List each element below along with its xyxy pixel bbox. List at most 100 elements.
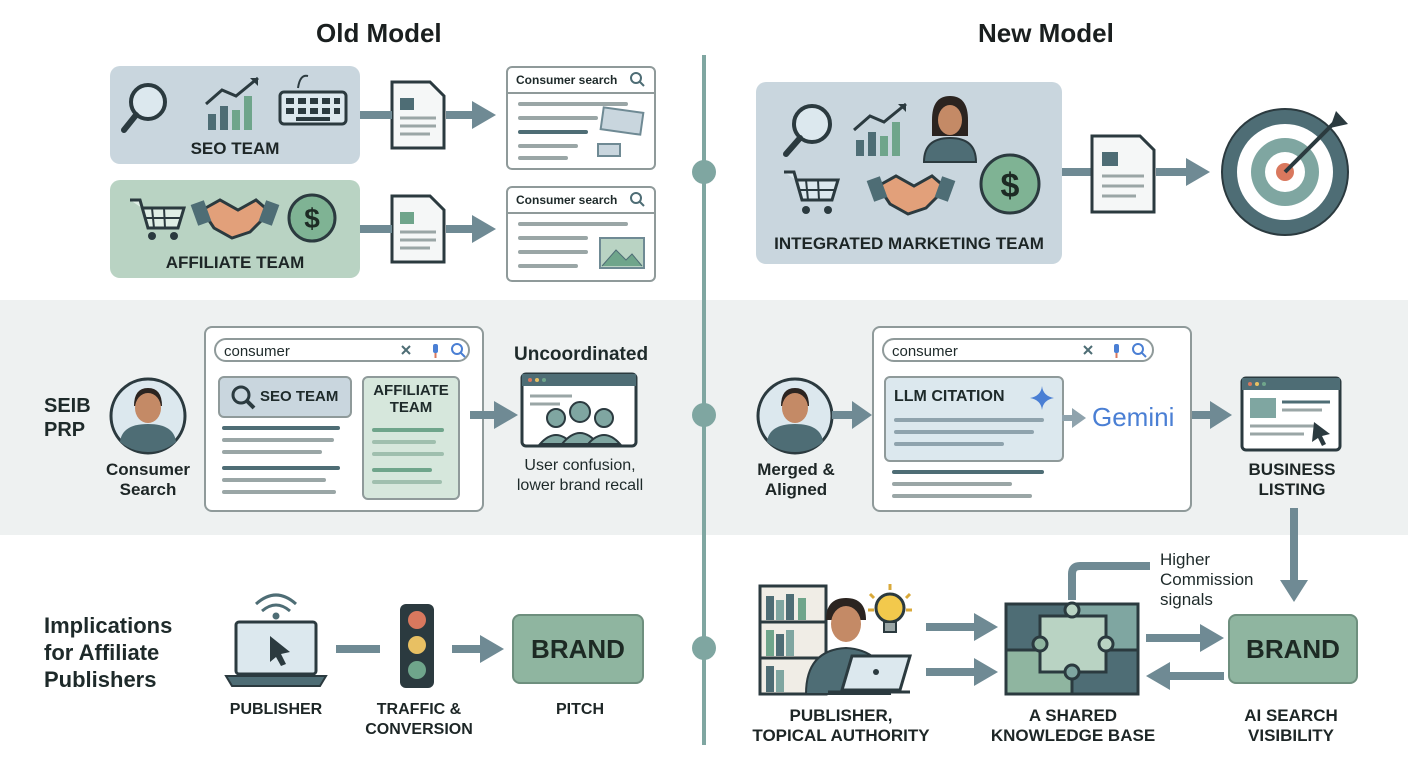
handshake-icon <box>866 174 956 216</box>
ai-serp-panel: consumer LLM CITATION Gemini <box>872 326 1192 512</box>
target-icon <box>1221 108 1349 236</box>
integrated-team-box: $ INTEGRATED MARKETING TEAM <box>756 82 1062 264</box>
document-icon <box>390 80 446 150</box>
affiliate-team-label: AFFILIATE TEAM <box>165 253 305 272</box>
laptop-icon <box>224 620 328 687</box>
chart-icon <box>205 76 259 130</box>
pitch-label: PITCH <box>556 701 604 718</box>
side-label: SEIB PRP <box>44 395 91 441</box>
seo-team-chip: SEO TEAM <box>218 376 352 418</box>
llm-citation-box: LLM CITATION <box>884 376 1064 462</box>
uncoordinated-label: Uncoordinated <box>514 344 649 365</box>
arrow-icon <box>452 635 504 663</box>
arrow-icon <box>1062 408 1086 428</box>
cart-icon <box>784 170 841 214</box>
laptop-icon <box>828 654 913 694</box>
browser-icon <box>520 372 638 448</box>
sparkle-icon <box>1030 386 1054 410</box>
handshake-icon <box>190 198 280 240</box>
timeline-node <box>692 160 716 184</box>
person-icon <box>109 377 187 455</box>
gemini-logo: Gemini <box>1092 402 1175 432</box>
higher-commission-label: Higher Commission signals <box>1160 550 1254 609</box>
serp-panel: consumer SEO TEAM AFFILIATE TEAM <box>204 326 484 512</box>
traffic-light-icon <box>400 604 434 688</box>
mic-icon <box>1114 344 1119 358</box>
document-icon <box>1090 134 1156 214</box>
search-icon <box>451 343 466 358</box>
brand-box: BRAND <box>512 614 644 684</box>
business-listing-label: BUSINESS LISTING <box>1248 460 1336 499</box>
consumer-search-label: Consumer Search <box>105 460 191 499</box>
browser-icon <box>1240 376 1342 452</box>
dollar-icon: $ <box>979 153 1041 215</box>
new-model-title: New Model <box>978 18 1114 48</box>
arrow-icon <box>1146 624 1224 690</box>
keyboard-icon <box>278 74 348 126</box>
bookshelf-icon <box>758 584 828 696</box>
confusion-label: User confusion, lower brand recall <box>516 457 644 494</box>
seo-team-icons <box>121 74 348 133</box>
timeline-node <box>692 403 716 427</box>
arrow-icon <box>360 101 496 243</box>
knowledge-base-label: A SHARED KNOWLEDGE BASE <box>990 706 1156 745</box>
publisher-label: PUBLISHER <box>229 701 323 718</box>
image-icon <box>599 237 645 269</box>
search-icon <box>1132 343 1147 358</box>
search-input[interactable]: consumer <box>882 338 1154 362</box>
consumer-search-card: Consumer search <box>506 66 656 170</box>
consumer-search-card: Consumer search <box>506 186 656 282</box>
search-input[interactable]: consumer <box>214 338 470 362</box>
brand-box: BRAND <box>1228 614 1358 684</box>
search-icon <box>231 385 256 410</box>
card-header: Consumer search <box>508 188 654 214</box>
wifi-icon <box>254 593 298 620</box>
affiliate-team-icons: $ <box>130 193 337 243</box>
integrated-team-label: INTEGRATED MARKETING TEAM <box>774 234 1044 253</box>
search-icon <box>630 72 645 87</box>
chart-icon <box>853 102 907 156</box>
arrow-icon <box>1186 401 1232 429</box>
seo-team-box: SEO TEAM <box>110 66 360 164</box>
svg-text:$: $ <box>304 203 320 234</box>
merged-aligned-label: Merged & Aligned <box>757 460 835 499</box>
integrated-team-icons: $ <box>783 96 1041 216</box>
lightbulb-icon <box>868 584 912 633</box>
publisher-authority-label: PUBLISHER, TOPICAL AUTHORITY <box>752 706 930 745</box>
arrow-icon <box>1062 158 1210 186</box>
implications-heading: Implications for Affiliate Publishers <box>44 613 173 692</box>
arrow-icon <box>926 613 998 686</box>
seo-team-label: SEO TEAM <box>190 139 280 158</box>
arrow-icon <box>832 401 872 429</box>
mic-icon <box>433 344 438 358</box>
puzzle-icon <box>1004 601 1140 696</box>
cart-icon <box>130 198 187 240</box>
person-icon <box>922 96 978 163</box>
person-icon <box>756 377 834 455</box>
arrow-icon <box>470 401 518 429</box>
old-model-title: Old Model <box>316 18 442 48</box>
dollar-icon: $ <box>287 193 337 243</box>
search-icon <box>783 104 832 157</box>
card-header: Consumer search <box>508 68 654 94</box>
affiliate-team-box: $ AFFILIATE TEAM <box>110 180 360 278</box>
traffic-label: TRAFFIC & CONVERSION <box>365 701 473 738</box>
affiliate-team-chip: AFFILIATE TEAM <box>362 376 460 500</box>
ai-visibility-label: AI SEARCH VISIBILITY <box>1244 706 1338 745</box>
timeline-node <box>692 636 716 660</box>
search-icon <box>630 192 645 207</box>
timeline-divider <box>702 55 706 745</box>
search-icon <box>121 83 167 133</box>
close-icon <box>1083 345 1093 355</box>
svg-text:$: $ <box>1001 167 1020 205</box>
arrow-icon <box>1280 508 1308 602</box>
close-icon <box>401 345 411 355</box>
document-icon <box>390 194 446 264</box>
arrow-icon <box>336 645 380 653</box>
